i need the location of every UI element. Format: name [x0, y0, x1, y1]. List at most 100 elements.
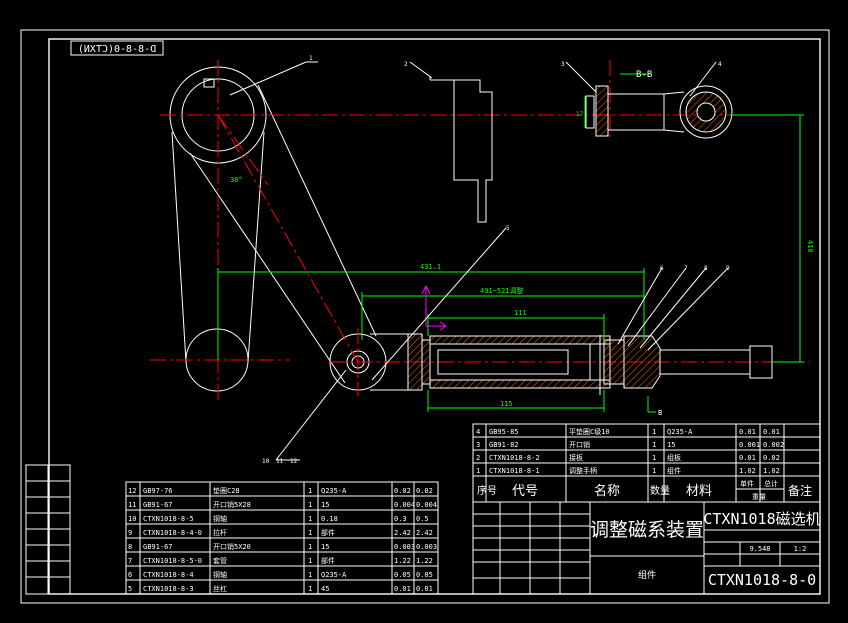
bom-cell: 1: [652, 454, 656, 462]
drawing-title: 调整磁系装置: [590, 519, 704, 541]
dim-overall: 431.1: [420, 263, 441, 271]
bom-cell: 1.22: [394, 557, 411, 565]
bom-cell: 0.004: [416, 501, 437, 509]
outer-frame: [20, 29, 830, 604]
dim-lower: 115: [500, 400, 513, 408]
svg-text:1: 1: [309, 55, 313, 62]
bom-cell: 0.02: [416, 487, 433, 495]
bom-header: 序号 代号 名称 数量 材料 单件 总计 重量 备注: [477, 479, 812, 501]
svg-text:名称: 名称: [594, 483, 620, 499]
bom-cell: 拉杆: [213, 528, 227, 537]
bom-cell: 2.42: [394, 529, 411, 537]
bom-cell: 组件: [667, 466, 681, 475]
bom-cell: 1: [308, 515, 312, 523]
bom-cell: 15: [321, 501, 329, 509]
bom-cell: 丝杠: [213, 584, 227, 593]
bom-cell: 开口销5X20: [213, 542, 251, 551]
scale-value: 1:2: [794, 545, 807, 553]
title-text: 调整磁系装置 CTXN1018磁选机 组件 CTXN1018-8-0 9.548…: [590, 510, 821, 589]
bom-cell: 8: [128, 543, 132, 551]
bom-cell: 0.3: [394, 515, 407, 523]
bom-cell: 0.05: [394, 571, 411, 579]
weight-value: 9.548: [749, 545, 770, 553]
bom-cell: 6: [128, 571, 132, 579]
bom-cell: 1: [652, 467, 656, 475]
bom-cell: GB97-76: [143, 487, 173, 495]
bom-cell: 0.003: [394, 543, 415, 551]
left-revision-table: [25, 464, 71, 595]
bom-cell: 1: [308, 585, 312, 593]
angle-label: 30°: [230, 176, 243, 184]
svg-text:5: 5: [506, 225, 510, 232]
bom-cell: 开口销5X28: [213, 500, 251, 509]
bom-cell: 1.02: [763, 467, 780, 475]
bom-cell: 1: [652, 428, 656, 436]
bom-cell: Q235-A: [321, 571, 347, 579]
bom-cell: 4: [476, 428, 480, 436]
bom-cell: 0.01: [739, 428, 756, 436]
bom-cell: 接板: [569, 453, 583, 462]
bom-cell: 1.02: [739, 467, 756, 475]
bom-cell: 0.003: [416, 543, 437, 551]
bom-cell: 10: [128, 515, 136, 523]
section-marker-b: B: [658, 409, 662, 417]
bom-cell: CTXN1018-8-4: [143, 571, 194, 579]
svg-text:12: 12: [290, 458, 298, 465]
bom-cell: 开口销: [569, 440, 590, 449]
bom-cell: 12: [128, 487, 136, 495]
bom-cell: 部件: [321, 556, 335, 565]
bom-cell: 1: [308, 557, 312, 565]
bom-cell: 1.22: [416, 557, 433, 565]
bom-cell: 2.42: [416, 529, 433, 537]
balloon-labels: 1 2 3 4 5 6 7 8 9 10 11 12: [262, 55, 730, 465]
bom-cell: 部件: [321, 528, 335, 537]
bom-cell: 0.001: [739, 441, 760, 449]
bom-cell: 0.01: [416, 585, 433, 593]
bom-cell: 0.004: [394, 501, 415, 509]
bom-cell: 1: [476, 467, 480, 475]
dim-inner: 111: [514, 309, 527, 317]
mirrored-code-box: D-8-8-0(CTXN): [70, 40, 164, 56]
ucs-icon: [421, 284, 447, 331]
bom-cell: 45: [321, 585, 329, 593]
bom-cell: 9: [128, 529, 132, 537]
bom-cell: GB95-85: [489, 428, 519, 436]
dim-vertical: 410: [806, 240, 814, 253]
section-label: B-B: [636, 70, 652, 80]
bom-cell: Q235-A: [667, 428, 693, 436]
svg-text:材料: 材料: [686, 484, 712, 499]
svg-text:6: 6: [660, 265, 664, 272]
bom-lower-table: [125, 481, 439, 595]
bom-cell: 0.02: [394, 487, 411, 495]
bom-cell: 0.18: [321, 515, 338, 523]
bom-cell: 1: [652, 441, 656, 449]
bom-cell: 1: [308, 501, 312, 509]
bom-cell: 3: [476, 441, 480, 449]
dimensions: [217, 73, 804, 413]
bom-cell: 调整手柄: [569, 466, 597, 475]
bom-cell: 11: [128, 501, 136, 509]
bom-cell: CTXN1018-8-5-0: [143, 557, 202, 565]
dim-adjust: 491~521调整: [480, 286, 524, 295]
bom-cell: 1: [308, 529, 312, 537]
bom-cell: 1: [308, 571, 312, 579]
bom-cell: 1: [308, 543, 312, 551]
svg-text:序号: 序号: [477, 484, 497, 497]
bom-cell: CTXN1018-8-5: [143, 515, 194, 523]
svg-text:重量: 重量: [752, 493, 766, 501]
bom-cell: 0.01: [739, 454, 756, 462]
bom-cell: 15: [667, 441, 675, 449]
leader-lines: [229, 61, 729, 461]
svg-text:11: 11: [276, 458, 284, 465]
svg-text:数量: 数量: [650, 484, 670, 497]
svg-text:7: 7: [684, 265, 688, 272]
bom-cell: 0.002: [763, 441, 784, 449]
svg-text:9: 9: [726, 265, 730, 272]
svg-text:单件: 单件: [740, 479, 754, 488]
crank-handle: [169, 66, 377, 392]
bom-cell: 垫圈C28: [213, 486, 240, 495]
bom-cell: GB91-82: [489, 441, 519, 449]
bom-cell: CTXN1018-8-4-0: [143, 529, 202, 537]
